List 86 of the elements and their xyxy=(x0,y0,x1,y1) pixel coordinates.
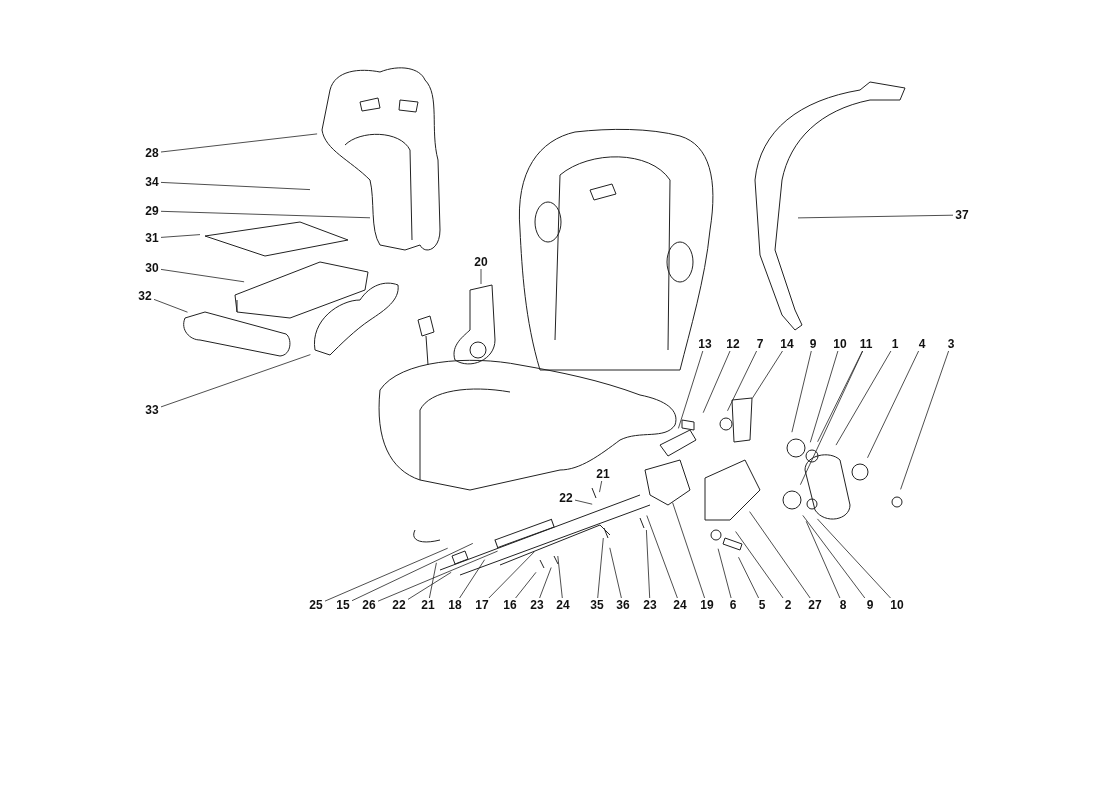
callout-number: 8 xyxy=(837,598,849,612)
callout-number: 31 xyxy=(143,231,161,245)
callout-number: 36 xyxy=(614,598,632,612)
callout-number: 34 xyxy=(143,175,161,189)
callout-number: 1 xyxy=(889,337,901,351)
leader-line xyxy=(557,555,563,599)
callout-number: 17 xyxy=(473,598,491,612)
callout-number: 4 xyxy=(916,337,928,351)
callout-number: 10 xyxy=(831,337,849,351)
callout-number: 28 xyxy=(143,146,161,160)
leader-line xyxy=(488,551,535,599)
leader-line xyxy=(817,518,891,599)
callout-number: 37 xyxy=(953,208,971,222)
callout-number: 16 xyxy=(501,598,519,612)
callout-number: 23 xyxy=(641,598,659,612)
callout-number: 10 xyxy=(888,598,906,612)
leader-line xyxy=(809,350,839,443)
leader-line xyxy=(160,133,318,153)
callout-number: 21 xyxy=(594,467,612,481)
callout-number: 33 xyxy=(143,403,161,417)
leader-line xyxy=(738,556,759,599)
leader-line xyxy=(324,547,449,602)
callout-number: 25 xyxy=(307,598,325,612)
leader-line xyxy=(407,571,452,600)
leader-line xyxy=(160,234,201,238)
callout-number: 18 xyxy=(446,598,464,612)
callout-number: 21 xyxy=(419,598,437,612)
callout-number: 23 xyxy=(528,598,546,612)
leader-line xyxy=(515,571,537,599)
leader-line xyxy=(597,537,604,599)
callout-number: 29 xyxy=(143,204,161,218)
leader-line xyxy=(646,515,678,599)
callout-number: 2 xyxy=(782,598,794,612)
leader-line xyxy=(835,350,892,446)
leader-line xyxy=(672,502,705,599)
leader-line xyxy=(735,531,784,599)
leader-line xyxy=(351,543,474,602)
leader-line xyxy=(727,350,757,412)
leader-line xyxy=(702,350,731,414)
callout-number: 5 xyxy=(756,598,768,612)
callout-number: 13 xyxy=(696,337,714,351)
callout-number: 22 xyxy=(557,491,575,505)
callout-number: 9 xyxy=(807,337,819,351)
callout-number: 15 xyxy=(334,598,352,612)
leader-line xyxy=(805,520,841,599)
callout-number: 11 xyxy=(857,337,875,351)
callout-number: 12 xyxy=(724,337,742,351)
callout-number: 19 xyxy=(698,598,716,612)
leader-line xyxy=(791,350,812,433)
callout-number: 22 xyxy=(390,598,408,612)
leader-line xyxy=(609,547,622,599)
leader-line xyxy=(802,515,866,599)
callout-number: 9 xyxy=(864,598,876,612)
leader-line xyxy=(867,350,919,459)
leader-line xyxy=(160,182,311,190)
leader-line xyxy=(429,562,437,599)
leader-line xyxy=(574,499,593,505)
leader-line xyxy=(459,559,485,599)
leader-line xyxy=(160,354,311,408)
leader-line xyxy=(480,268,482,285)
leader-line xyxy=(678,350,704,429)
leader-line xyxy=(717,548,732,599)
callout-number: 7 xyxy=(754,337,766,351)
leader-line xyxy=(797,214,954,219)
leader-line xyxy=(800,350,864,486)
callout-number: 6 xyxy=(727,598,739,612)
callout-number: 35 xyxy=(588,598,606,612)
leader-line xyxy=(751,350,783,399)
callout-number: 3 xyxy=(945,337,957,351)
callout-number: 32 xyxy=(136,289,154,303)
callout-number: 27 xyxy=(806,598,824,612)
callout-number: 24 xyxy=(671,598,689,612)
leader-line xyxy=(599,480,603,493)
leader-line xyxy=(646,529,651,599)
leader-line xyxy=(153,299,188,313)
leader-line xyxy=(900,350,949,490)
leader-line xyxy=(377,550,498,602)
callout-number: 24 xyxy=(554,598,572,612)
leader-line xyxy=(539,567,552,599)
leader-line xyxy=(160,210,371,219)
leader-line xyxy=(160,269,245,283)
callout-number: 14 xyxy=(778,337,796,351)
callout-number: 20 xyxy=(472,255,490,269)
callout-number: 30 xyxy=(143,261,161,275)
leader-line xyxy=(749,511,811,599)
callout-number: 26 xyxy=(360,598,378,612)
